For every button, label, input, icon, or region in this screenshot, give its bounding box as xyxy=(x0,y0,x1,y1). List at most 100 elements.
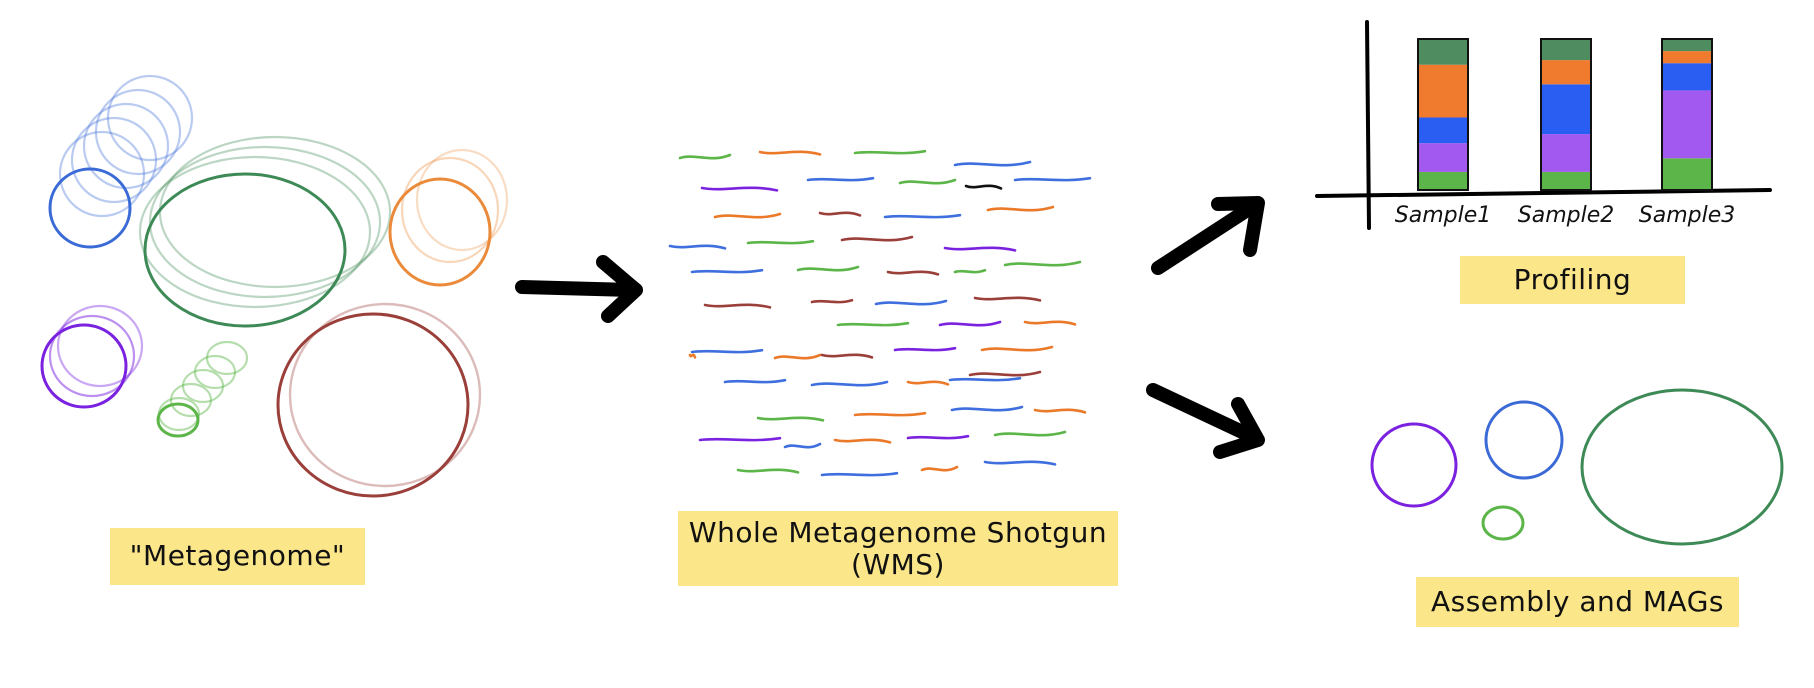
sequencing-read xyxy=(690,268,764,274)
genome-green xyxy=(143,172,347,328)
genome-green-ghost xyxy=(148,145,382,299)
sequencing-read xyxy=(898,178,957,185)
sequencing-read xyxy=(986,205,1055,212)
sequencing-read xyxy=(713,212,782,219)
assembly-label-text: Assembly and MAGs xyxy=(1430,585,1725,618)
arrow-to-assembly-head xyxy=(1213,397,1265,459)
sequencing-read xyxy=(840,235,914,242)
mag-blue xyxy=(1484,400,1564,480)
arrow-to-wms xyxy=(515,280,639,297)
bar-segment-sample2 xyxy=(1541,84,1591,135)
shotgun-reads xyxy=(668,149,1092,477)
genome-purple-ghost xyxy=(48,314,136,398)
tick-label: Sample3 xyxy=(1639,203,1736,228)
arrow-to-wms-head xyxy=(596,255,643,323)
bar-segment-sample1 xyxy=(1418,143,1468,172)
sequencing-read xyxy=(783,442,822,449)
sequencing-read xyxy=(1013,176,1092,182)
sequencing-read xyxy=(678,153,732,160)
tick-label: Sample1 xyxy=(1395,203,1492,228)
mag-small-green xyxy=(1481,505,1525,541)
sequencing-read xyxy=(723,378,787,384)
sequencing-read xyxy=(746,239,815,245)
sequencing-read xyxy=(818,211,862,217)
sequencing-read xyxy=(893,346,957,352)
sequencing-read xyxy=(668,244,727,250)
profiling-label-text: Profiling xyxy=(1513,263,1632,296)
sequencing-read xyxy=(943,246,1017,252)
arrows xyxy=(515,196,1265,459)
sequencing-read xyxy=(950,405,1024,412)
profiling-label: Profiling xyxy=(1460,256,1685,304)
bar-segment-sample2 xyxy=(1541,39,1591,61)
sequencing-read xyxy=(833,438,892,444)
genome-purple-ghost xyxy=(56,304,144,388)
sequencing-read xyxy=(773,353,822,360)
bar-outline xyxy=(1661,38,1713,191)
bar-segment-sample3 xyxy=(1662,158,1712,190)
sequencing-read xyxy=(983,460,1057,466)
sequencing-read xyxy=(756,416,825,422)
sequencing-read xyxy=(1003,260,1082,267)
sequencing-read xyxy=(820,471,899,477)
sequencing-read xyxy=(874,299,948,306)
sequencing-read xyxy=(968,370,1042,377)
sequencing-read xyxy=(690,348,764,354)
sequencing-read xyxy=(810,298,854,304)
bar-segment-sample3 xyxy=(1662,51,1712,64)
genome-small-ghost xyxy=(205,340,249,376)
sequencing-read xyxy=(973,296,1042,302)
genome-red xyxy=(276,312,470,498)
sequencing-read xyxy=(938,320,1002,327)
arrow-to-profiling-head xyxy=(1211,196,1265,257)
sequencing-read xyxy=(1023,320,1077,326)
genome-blue-ghost xyxy=(82,102,170,190)
genome-blue-ghost xyxy=(94,88,182,176)
sequencing-read xyxy=(948,376,1022,382)
sequencing-read xyxy=(806,176,875,182)
assembly-label: Assembly and MAGs xyxy=(1416,577,1739,627)
bar-segment-sample3 xyxy=(1662,90,1712,159)
tick-label: Sample2 xyxy=(1518,203,1615,228)
sequencing-read xyxy=(700,186,779,192)
wms-label: Whole Metagenome Shotgun (WMS) xyxy=(678,511,1118,586)
bar-segment-sample2 xyxy=(1541,134,1591,172)
sequencing-read xyxy=(736,468,800,474)
metagenome-label: "Metagenome" xyxy=(110,528,365,585)
sequencing-read xyxy=(703,303,772,309)
sequencing-read xyxy=(853,411,927,417)
genome-small-ghost xyxy=(169,382,213,418)
bar-outline xyxy=(1540,38,1592,191)
bar-segment-sample1 xyxy=(1418,171,1468,190)
sequencing-read xyxy=(886,270,940,276)
genome-orange-ghost xyxy=(415,148,509,252)
sequencing-read xyxy=(993,430,1067,437)
wms-label-line2: (WMS) xyxy=(851,548,945,581)
mag-circles xyxy=(1370,388,1784,546)
arrow-to-profiling xyxy=(1151,198,1262,275)
genome-small-ghost xyxy=(193,354,237,390)
wms-label-line1: Whole Metagenome Shotgun xyxy=(688,516,1108,549)
genome-small xyxy=(156,402,200,438)
profiling-chart: Sample1 Sample2 Sample3 xyxy=(1315,20,1772,230)
genome-blue xyxy=(48,167,132,249)
genome-purple xyxy=(40,323,128,409)
sequencing-read xyxy=(688,353,697,359)
sequencing-read xyxy=(836,321,910,327)
genome-blue-ghost xyxy=(106,74,194,162)
genome-green-ghost xyxy=(138,155,372,309)
bar-segment-sample2 xyxy=(1541,171,1591,190)
sequencing-read xyxy=(820,353,874,359)
sequencing-read xyxy=(853,149,927,155)
sequencing-read xyxy=(953,268,987,274)
mag-big-green xyxy=(1580,388,1784,546)
genome-orange-ghost xyxy=(400,156,500,264)
genome-blue-ghost xyxy=(70,116,158,204)
sequencing-read xyxy=(758,150,822,156)
genome-red-ghost xyxy=(288,302,482,488)
sequencing-read xyxy=(906,380,950,386)
metagenome-genomes xyxy=(40,74,509,498)
genome-small-ghost xyxy=(181,368,225,404)
sequencing-read xyxy=(980,345,1054,352)
